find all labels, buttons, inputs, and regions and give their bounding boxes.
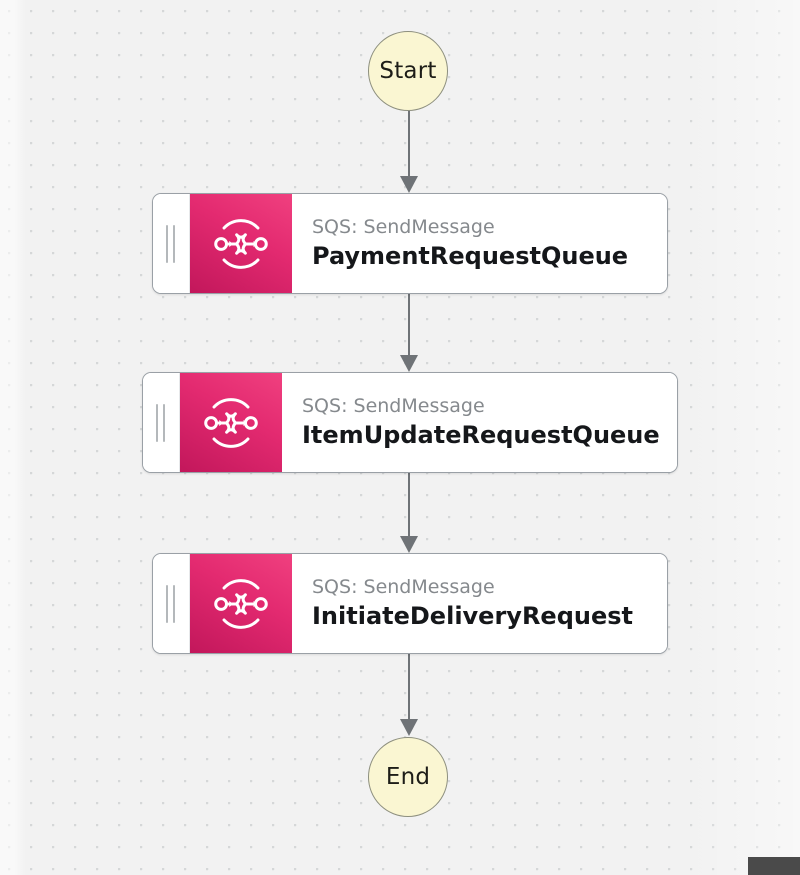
- arrowhead-icon: [400, 176, 418, 193]
- connector-state-2-to-state-3: [399, 473, 419, 553]
- bottom-right-chrome-strip: [748, 857, 800, 875]
- connector-state-3-to-end: [399, 654, 419, 736]
- state-subtitle: SQS: SendMessage: [312, 215, 495, 238]
- drag-handle[interactable]: [153, 554, 190, 653]
- connector-line: [408, 111, 410, 177]
- drag-handle[interactable]: [143, 373, 180, 472]
- sqs-icon-band: [190, 554, 292, 653]
- connector-line: [408, 654, 410, 720]
- grip-bar-icon: [156, 403, 158, 442]
- connector-line: [408, 294, 410, 356]
- arrowhead-icon: [400, 355, 418, 372]
- state-card-text: SQS: SendMessage ItemUpdateRequestQueue: [282, 373, 677, 472]
- arrowhead-icon: [400, 536, 418, 553]
- sqs-icon-band: [190, 194, 292, 293]
- state-subtitle: SQS: SendMessage: [302, 394, 485, 417]
- connector-state-1-to-state-2: [399, 294, 419, 372]
- state-card-text: SQS: SendMessage PaymentRequestQueue: [292, 194, 667, 293]
- state-subtitle: SQS: SendMessage: [312, 575, 495, 598]
- grip-bar-icon: [163, 403, 165, 442]
- start-node[interactable]: Start: [368, 31, 448, 111]
- state-title: ItemUpdateRequestQueue: [302, 421, 660, 450]
- end-node-label: End: [385, 764, 431, 790]
- arrowhead-icon: [400, 719, 418, 736]
- grip-bar-icon: [166, 224, 168, 263]
- grip-bar-icon: [173, 224, 175, 263]
- state-card-payment-request-queue[interactable]: SQS: SendMessage PaymentRequestQueue: [152, 193, 668, 294]
- connector-start-to-state-1: [399, 111, 419, 193]
- sqs-icon: [214, 578, 268, 629]
- sqs-icon: [204, 397, 258, 448]
- start-node-label: Start: [379, 58, 437, 84]
- sqs-icon-band: [180, 373, 282, 472]
- sqs-icon: [214, 218, 268, 269]
- state-card-initiate-delivery-request[interactable]: SQS: SendMessage InitiateDeliveryRequest: [152, 553, 668, 654]
- grip-bar-icon: [166, 584, 168, 623]
- state-title: InitiateDeliveryRequest: [312, 602, 633, 631]
- state-card-item-update-request-queue[interactable]: SQS: SendMessage ItemUpdateRequestQueue: [142, 372, 678, 473]
- drag-handle[interactable]: [153, 194, 190, 293]
- connector-line: [408, 473, 410, 537]
- grip-bar-icon: [173, 584, 175, 623]
- end-node[interactable]: End: [368, 737, 448, 817]
- state-title: PaymentRequestQueue: [312, 242, 629, 271]
- state-card-text: SQS: SendMessage InitiateDeliveryRequest: [292, 554, 667, 653]
